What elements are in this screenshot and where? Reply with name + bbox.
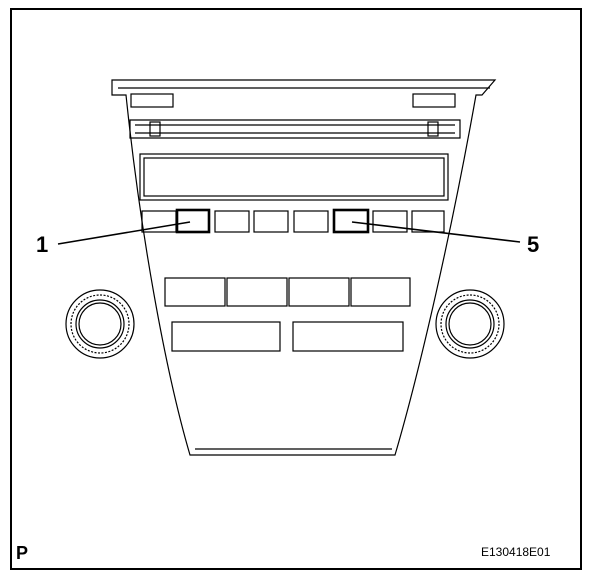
preset-button xyxy=(214,210,250,233)
control-button xyxy=(292,321,404,352)
top-left-slot xyxy=(130,93,174,108)
preset-button xyxy=(293,210,329,233)
control-button xyxy=(171,321,281,352)
top-right-slot xyxy=(412,93,456,108)
control-button xyxy=(350,277,411,307)
control-button xyxy=(164,277,226,307)
preset-button xyxy=(253,210,289,233)
corner-mark: P xyxy=(16,543,29,563)
disc-slot-left-tab xyxy=(149,121,161,137)
control-button xyxy=(288,277,350,307)
control-button xyxy=(226,277,288,307)
left-knob xyxy=(65,289,135,359)
leader-line-1 xyxy=(57,221,191,245)
preset-button xyxy=(411,210,445,233)
preset-button-1-highlight xyxy=(175,208,211,234)
disc-slot xyxy=(129,119,461,139)
panel-outline xyxy=(111,79,497,456)
preset-button-row xyxy=(141,208,445,234)
disc-slot-right-tab xyxy=(427,121,439,137)
right-knob xyxy=(435,289,505,359)
callout-label-5: 5 xyxy=(527,232,540,257)
diagram-frame xyxy=(10,8,582,570)
display-window xyxy=(139,153,449,201)
leader-line-5 xyxy=(351,221,521,243)
preset-button xyxy=(372,210,408,233)
display-window-inner xyxy=(143,157,445,197)
preset-button-5-highlight xyxy=(332,208,370,234)
callout-label-1: 1 xyxy=(36,232,49,257)
figure-code: E130418E01 xyxy=(481,545,551,559)
